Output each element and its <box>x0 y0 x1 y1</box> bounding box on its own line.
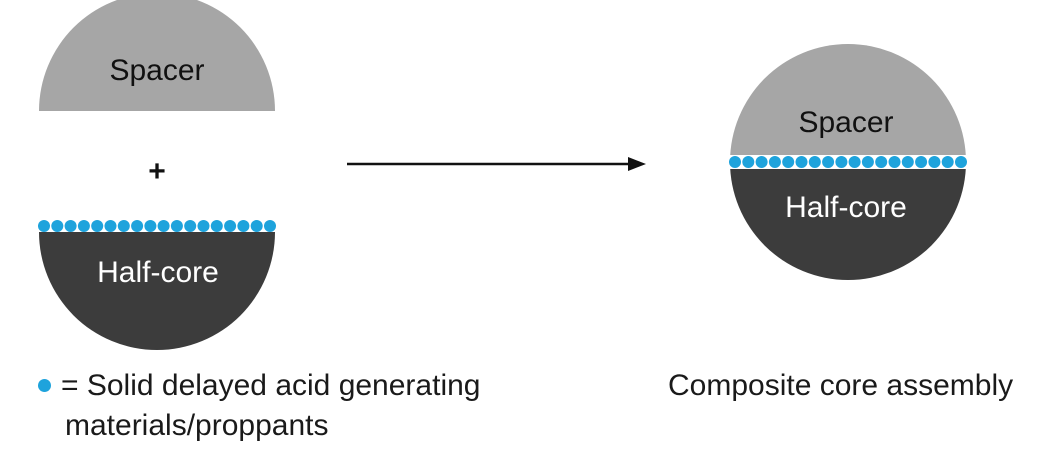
right-particle-row <box>729 156 967 168</box>
particle-dot <box>742 156 755 168</box>
particle-dot <box>210 220 223 232</box>
particle-dot <box>729 156 741 168</box>
particle-dot <box>38 220 50 232</box>
particle-dot <box>237 220 250 232</box>
particle-dot <box>901 156 914 168</box>
left-spacer-label: Spacer <box>109 54 204 87</box>
particle-dot <box>861 156 874 168</box>
legend: = Solid delayed acid generating material… <box>38 366 480 446</box>
right-spacer-shape <box>730 44 966 162</box>
particle-dot <box>782 156 795 168</box>
particle-dot <box>848 156 861 168</box>
particle-dot <box>131 220 144 232</box>
legend-line-1: = Solid delayed acid generating <box>38 366 480 406</box>
particle-dot <box>170 220 183 232</box>
right-half-core-shape <box>730 162 966 280</box>
right-half-core-label: Half-core <box>785 191 907 224</box>
particle-dot <box>768 156 781 168</box>
legend-line-2: materials/proppants <box>65 409 329 442</box>
particle-dot <box>264 220 276 232</box>
particle-dot <box>875 156 888 168</box>
particle-dot <box>144 220 157 232</box>
composite-core-caption: Composite core assembly <box>668 369 1014 402</box>
left-half-core-label: Half-core <box>97 256 219 289</box>
particle-dot <box>91 220 104 232</box>
right-spacer-label: Spacer <box>798 106 893 139</box>
particle-dot <box>117 220 130 232</box>
particle-dot <box>64 220 77 232</box>
left-half-core-shape <box>39 232 275 350</box>
particle-dot <box>104 220 117 232</box>
particle-dot <box>755 156 768 168</box>
particle-dot <box>157 220 170 232</box>
legend-text-1: = Solid delayed acid generating <box>61 369 481 402</box>
arrow-head <box>628 157 646 171</box>
particle-symbol-icon <box>38 378 51 392</box>
particle-dot <box>250 220 263 232</box>
particle-dot <box>77 220 90 232</box>
particle-dot <box>822 156 835 168</box>
plus-sign: + <box>148 155 166 188</box>
process-arrow <box>347 157 646 171</box>
particle-dot <box>808 156 821 168</box>
particle-dot <box>941 156 954 168</box>
particle-dot <box>51 220 64 232</box>
left-spacer-shape <box>39 0 275 111</box>
particle-dot <box>835 156 848 168</box>
particle-dot <box>224 220 237 232</box>
particle-dot <box>888 156 901 168</box>
particle-dot <box>928 156 941 168</box>
particle-dot <box>795 156 808 168</box>
particle-dot <box>197 220 210 232</box>
particle-dot <box>184 220 197 232</box>
left-particle-row <box>38 220 276 232</box>
particle-dot <box>915 156 928 168</box>
particle-dot <box>955 156 967 168</box>
